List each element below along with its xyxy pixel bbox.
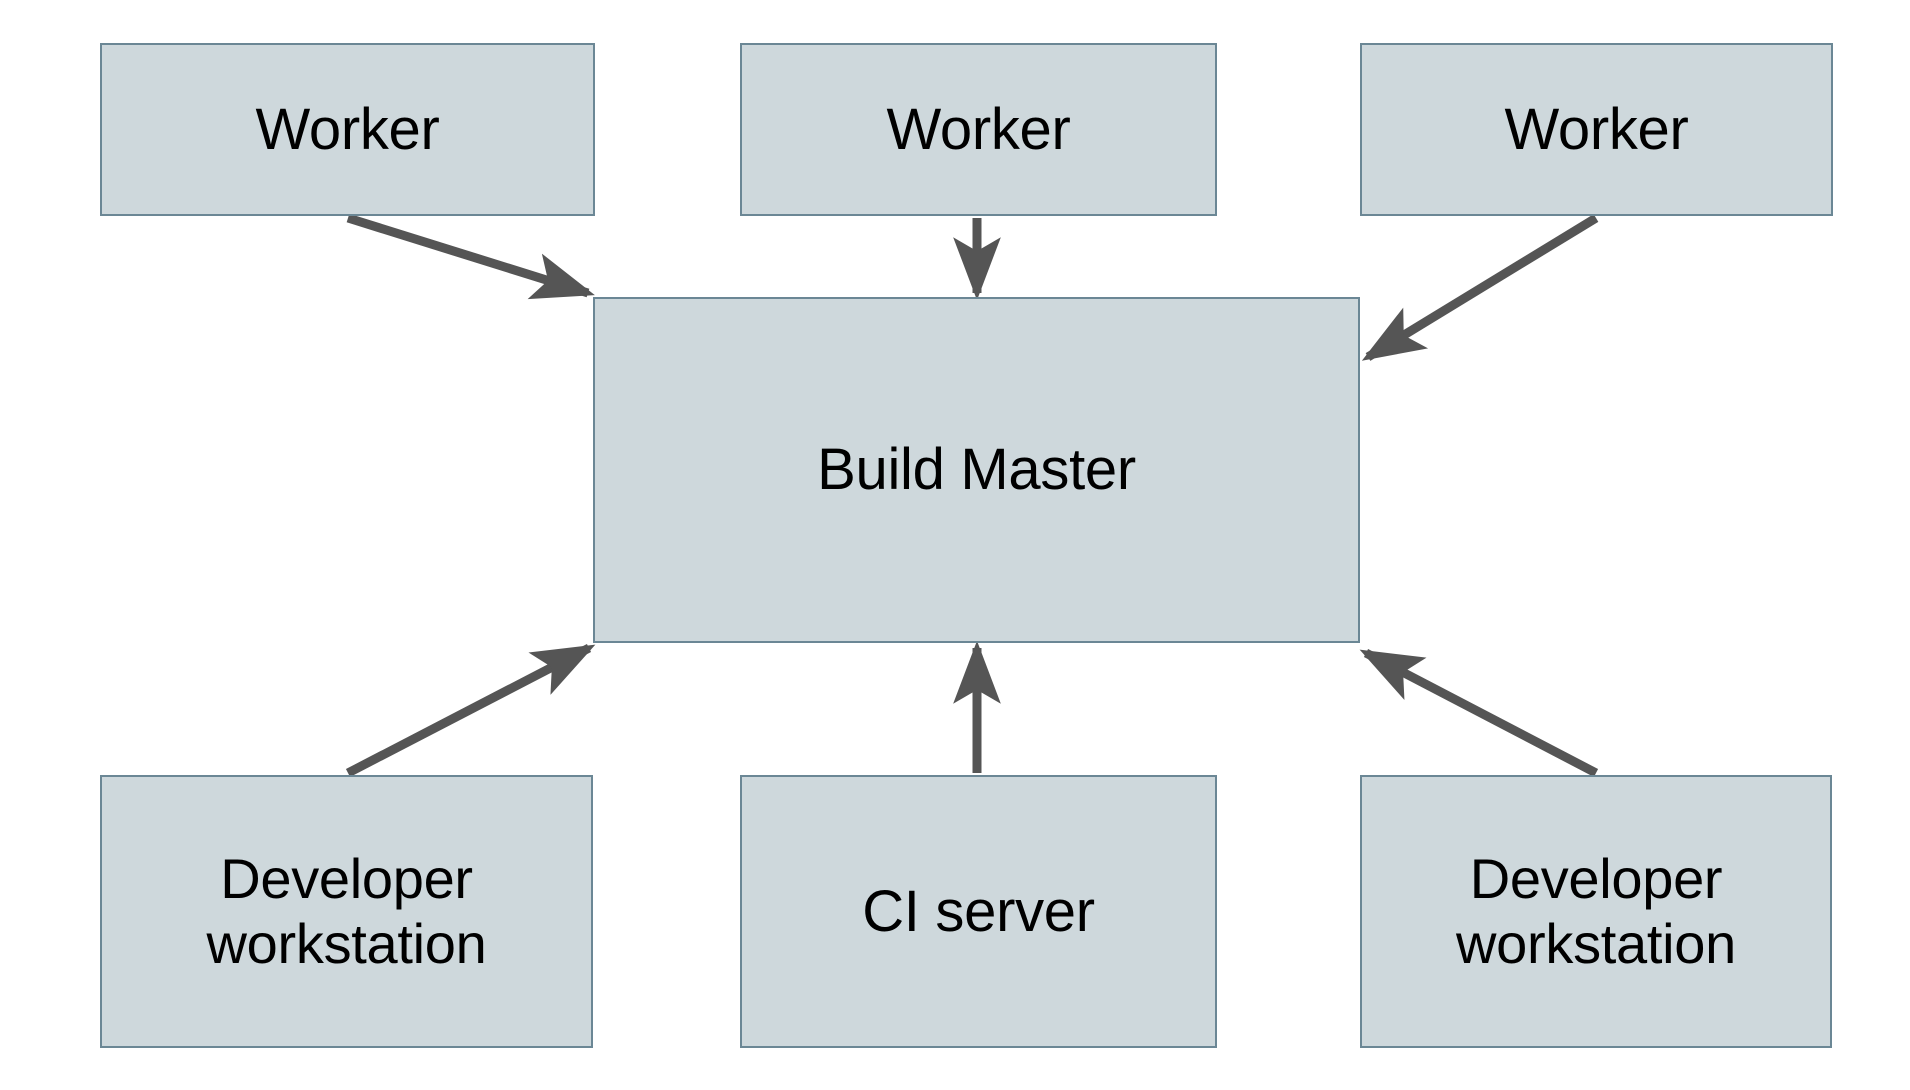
edge-worker-right-to-master	[1361, 214, 1599, 361]
edge-dev-right-to-master	[1359, 649, 1599, 777]
node-ci-server[interactable]: CI server	[740, 775, 1217, 1048]
node-worker-left[interactable]: Worker	[100, 43, 595, 216]
node-label: Build Master	[817, 437, 1136, 503]
edge-worker-left-to-master	[346, 213, 595, 300]
node-label: Developer workstation	[1456, 846, 1736, 975]
node-label: Worker	[255, 96, 440, 162]
node-label: Worker	[1504, 96, 1689, 162]
node-worker-right[interactable]: Worker	[1360, 43, 1833, 216]
node-label: Developer workstation	[206, 846, 487, 975]
node-developer-workstation-left[interactable]: Developer workstation	[100, 775, 593, 1048]
node-label: CI server	[862, 878, 1095, 944]
edge-dev-left-to-master	[345, 644, 596, 777]
node-label: Worker	[886, 96, 1071, 162]
node-developer-workstation-right[interactable]: Developer workstation	[1360, 775, 1832, 1048]
node-worker-mid[interactable]: Worker	[740, 43, 1217, 216]
node-build-master[interactable]: Build Master	[593, 297, 1360, 643]
